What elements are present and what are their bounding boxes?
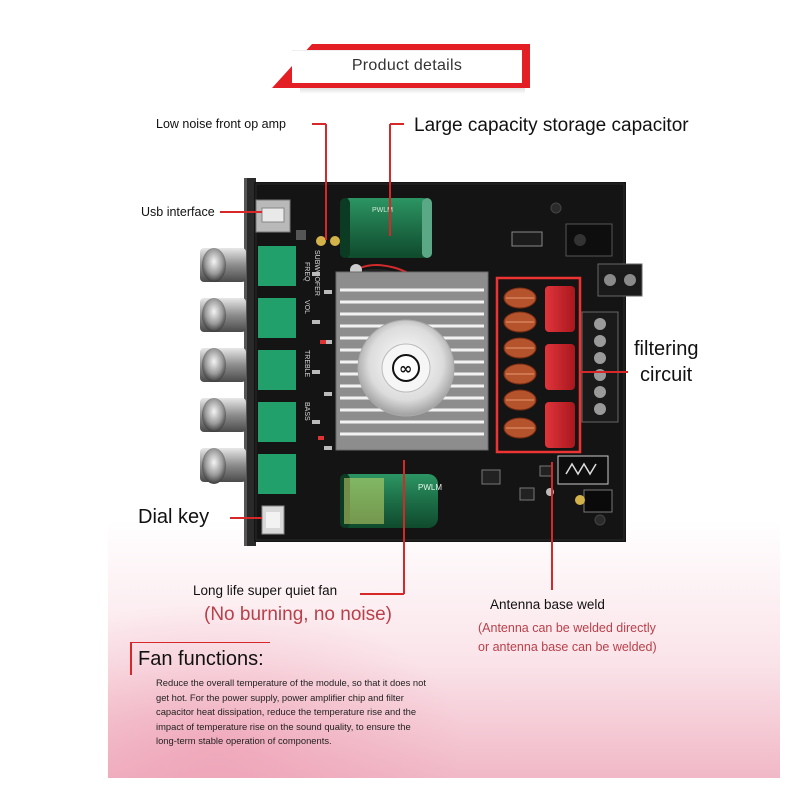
label-antenna: Antenna base weld bbox=[490, 597, 605, 612]
label-fan-sub: (No burning, no noise) bbox=[204, 604, 392, 625]
chip-2 bbox=[519, 487, 535, 501]
background-glow bbox=[108, 600, 468, 778]
chip-3 bbox=[539, 465, 553, 477]
diode bbox=[511, 231, 543, 247]
bluetooth-module bbox=[557, 455, 609, 485]
label-antenna-sub-2: or antenna base can be welded) bbox=[478, 640, 657, 654]
label-capacitor: Large capacity storage capacitor bbox=[414, 115, 689, 136]
background-wash bbox=[108, 520, 780, 778]
label-fan: Long life super quiet fan bbox=[193, 583, 338, 598]
smd-components bbox=[296, 230, 340, 450]
knob-4 bbox=[200, 398, 296, 442]
knob-3 bbox=[200, 348, 296, 390]
knob-1 bbox=[200, 246, 296, 286]
label-dial-key: Dial key bbox=[138, 506, 210, 528]
label-usb: Usb interface bbox=[141, 205, 215, 219]
speaker-terminals bbox=[581, 311, 619, 423]
label-filtering-2: circuit bbox=[640, 364, 693, 386]
filter-highlight-box bbox=[495, 276, 582, 454]
filter-inductors bbox=[503, 287, 537, 439]
leader-lines bbox=[220, 123, 628, 595]
storage-capacitor-bottom: PWLM bbox=[340, 474, 442, 528]
filter-capacitors bbox=[545, 286, 575, 448]
svg-text:BASS: BASS bbox=[303, 402, 310, 421]
page-title: Product details bbox=[351, 57, 463, 74]
svg-text:TREBLE: TREBLE bbox=[303, 350, 310, 378]
svg-text:FREQ: FREQ bbox=[303, 262, 310, 282]
label-antenna-sub-1: (Antenna can be welded directly bbox=[478, 621, 656, 635]
fan-functions-title: Fan functions: bbox=[130, 642, 270, 675]
svg-text:∞: ∞ bbox=[399, 359, 412, 378]
svg-text:PWLM: PWLM bbox=[372, 207, 393, 214]
knob-5 bbox=[200, 448, 296, 494]
audio-jack bbox=[583, 489, 613, 513]
svg-text:VOL: VOL bbox=[303, 300, 310, 314]
label-op-amp: Low noise front op amp bbox=[156, 117, 286, 131]
knob-2 bbox=[200, 298, 296, 338]
label-filtering-1: filtering bbox=[634, 338, 699, 360]
storage-capacitor-top: PWLM bbox=[340, 198, 432, 258]
dc-jack bbox=[565, 223, 613, 257]
chip-1 bbox=[481, 469, 501, 485]
banner-plate bbox=[292, 50, 522, 83]
fan: ∞ bbox=[357, 319, 455, 417]
svg-text:PWLM: PWLM bbox=[418, 483, 442, 492]
banner-shadow bbox=[300, 88, 525, 94]
header-banner: Product details bbox=[272, 44, 530, 88]
fan-functions-body: Reduce the overall temperature of the mo… bbox=[156, 677, 426, 747]
